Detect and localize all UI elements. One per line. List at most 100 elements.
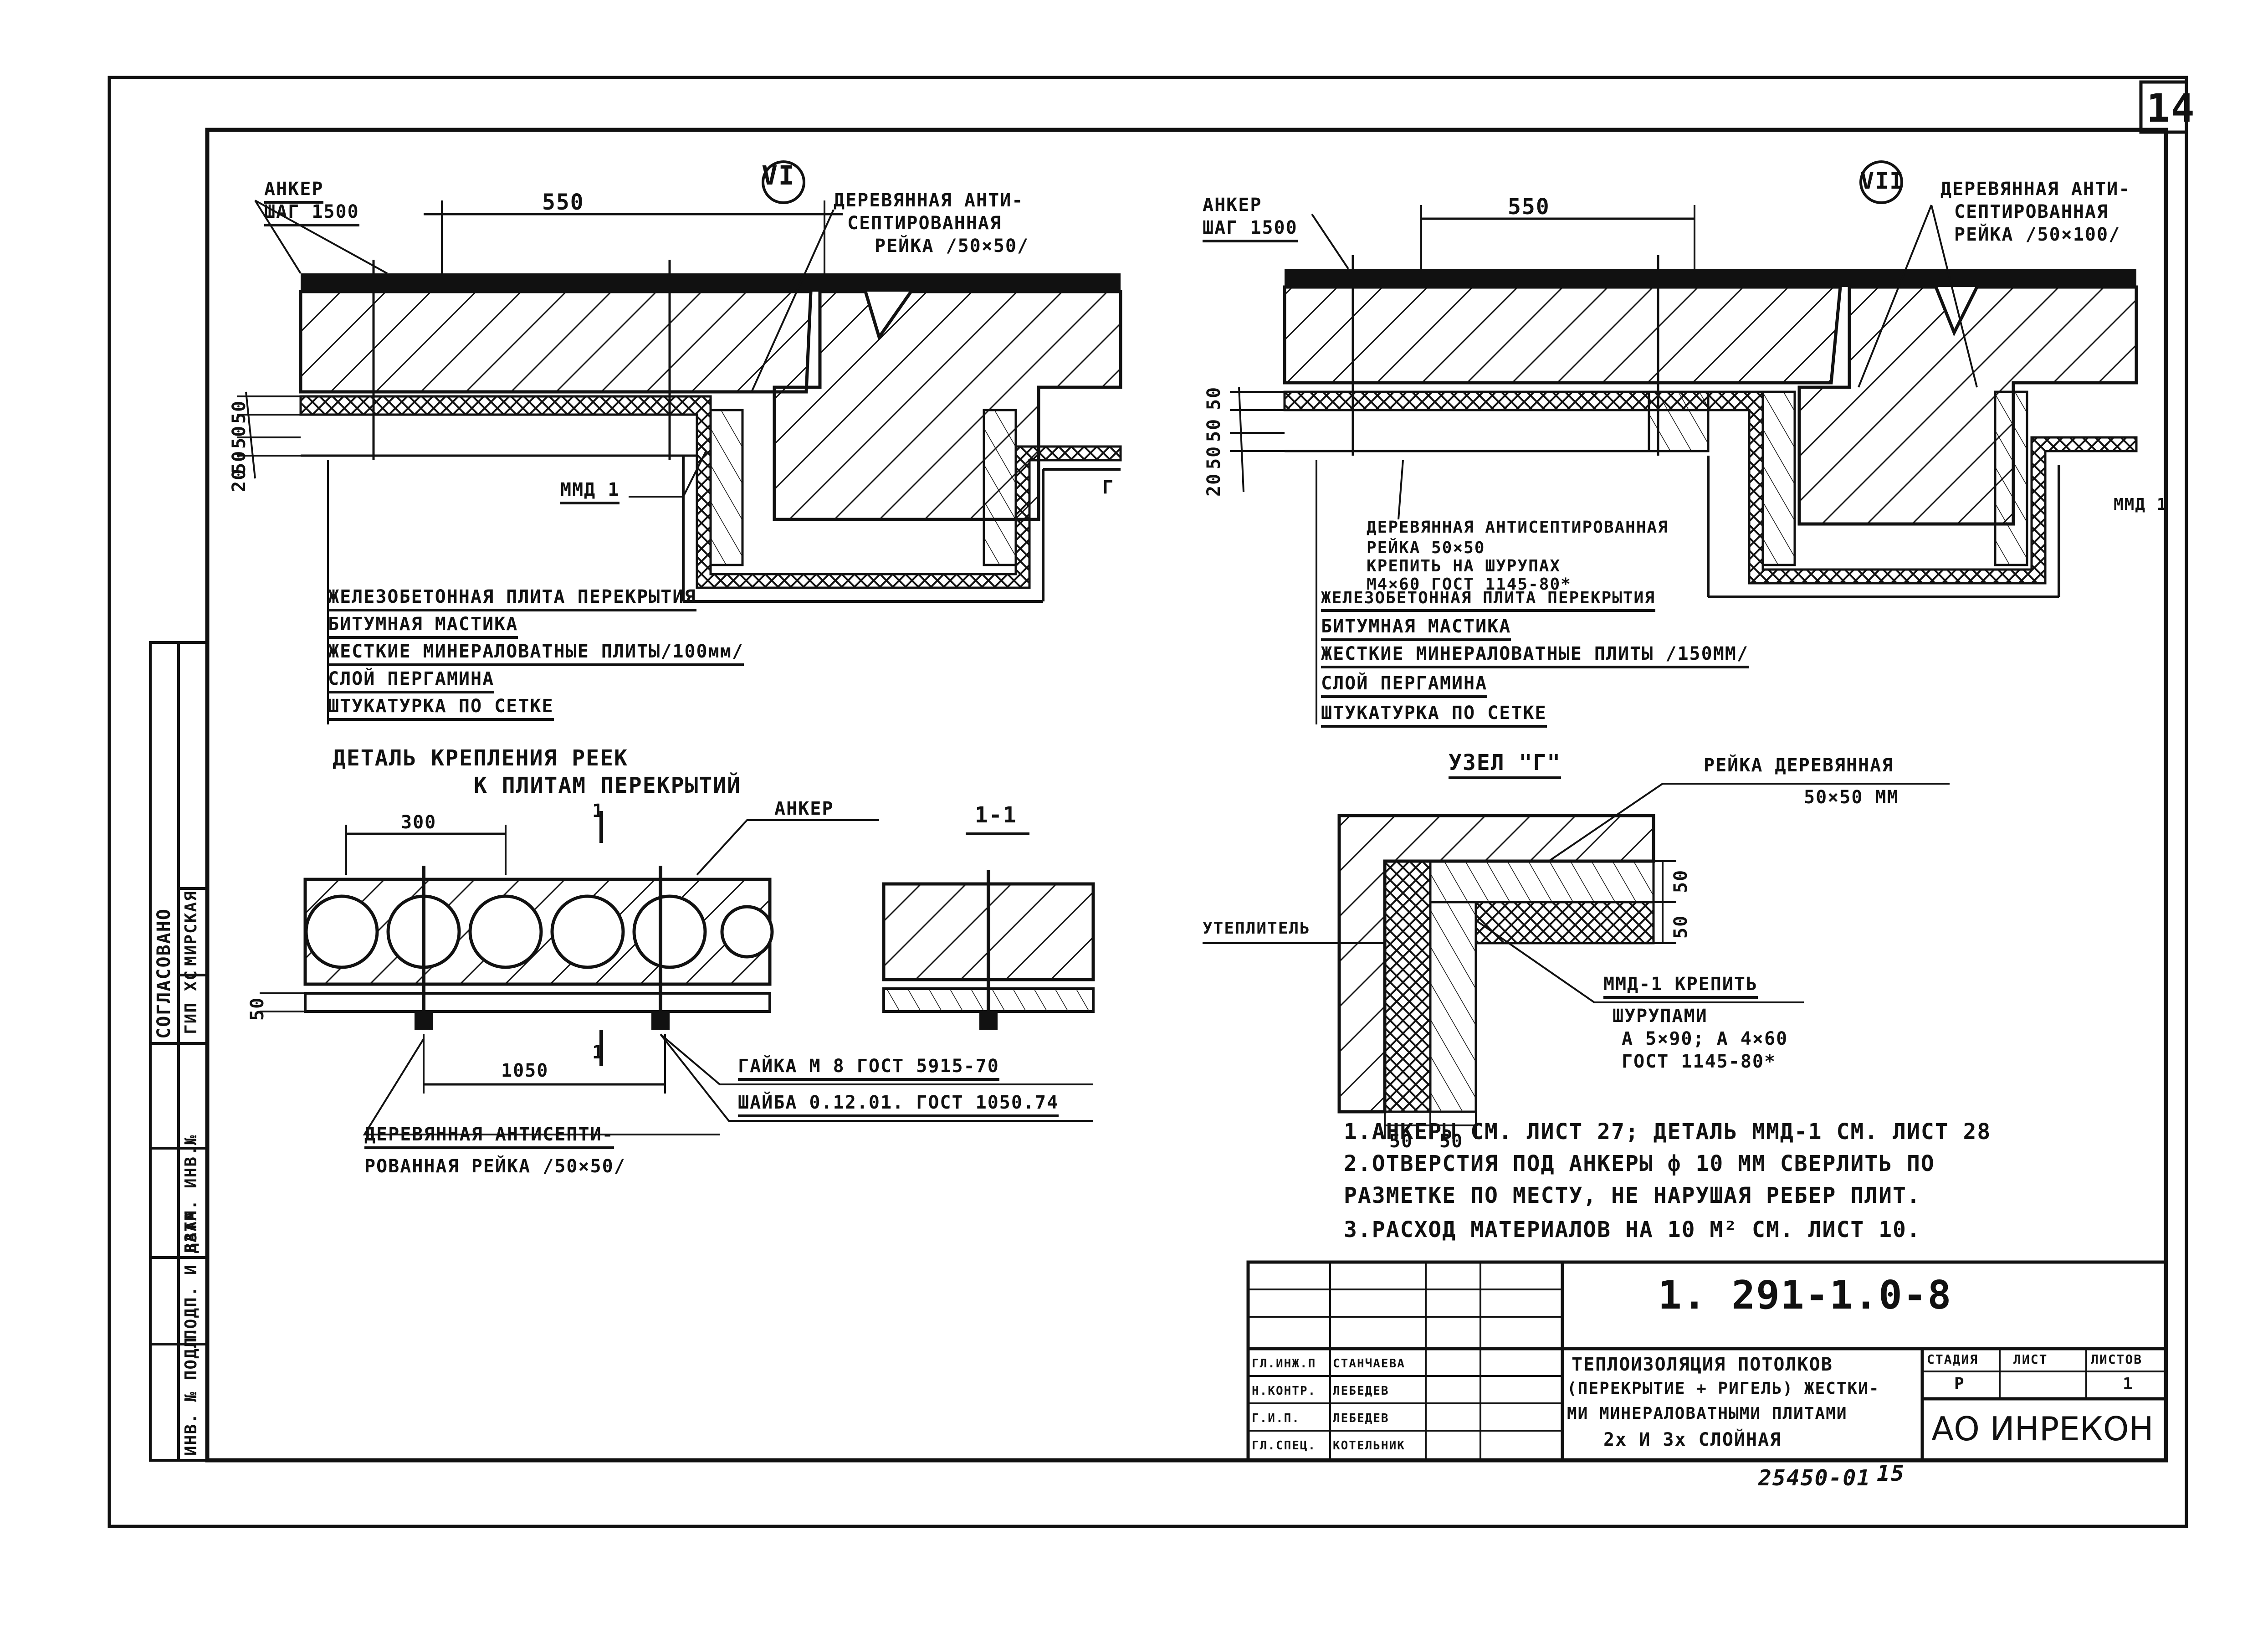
- node-vii-layer-1: ЖЕЛЕЗОБЕТОННАЯ ПЛИТА ПЕРЕКРЫТИЯ: [1321, 590, 1655, 612]
- fix-detail-title-line1: ДЕТАЛЬ КРЕПЛЕНИЯ РЕЕК: [333, 745, 628, 771]
- node-vi-dim-50b: 50: [229, 425, 250, 449]
- node-vi-rail-line2: СЕПТИРОВАННАЯ: [847, 213, 1002, 234]
- archive-sheet: 15: [1877, 1461, 1905, 1486]
- stamp-agreed: СОГЛАСОВАНО: [154, 908, 174, 1039]
- doc-title-line4: 2х И 3х СЛОЙНАЯ: [1603, 1429, 1782, 1450]
- node-g-dim-right-1: 50: [1670, 869, 1691, 893]
- note-1: 1.АНКЕРЫ СМ. ЛИСТ 27; ДЕТАЛЬ ММД-1 СМ. Л…: [1344, 1119, 1992, 1145]
- name-4: КОТЕЛЬНИК: [1333, 1439, 1405, 1453]
- node-vii-layer-2: БИТУМНАЯ МАСТИКА: [1321, 617, 1511, 641]
- sheet-number: 14: [2146, 86, 2196, 131]
- node-vii-wood-note-2: РЕЙКА 50×50: [1367, 539, 1485, 557]
- organization-name: АО ИНРЕКОН: [1931, 1410, 2154, 1448]
- node-g-dim-bottom-2: 50: [1439, 1131, 1464, 1152]
- node-vii-anchor-label: АНКЕР: [1203, 195, 1262, 216]
- node-vii-wood-note-3: КРЕПИТЬ НА ШУРУПАХ: [1367, 557, 1561, 575]
- node-vii-dim-50a: 50: [1203, 386, 1224, 410]
- name-1: СТАНЧАЕВА: [1333, 1357, 1405, 1371]
- title-block: [1246, 1260, 2168, 1462]
- fix-detail-section-mark-top: 1: [592, 801, 604, 822]
- section-1-1-title: 1-1: [975, 802, 1017, 828]
- role-3: Г.И.П.: [1252, 1412, 1300, 1425]
- node-g-mmd-line3: А 5×90; А 4×60: [1622, 1028, 1788, 1049]
- node-vii-rail-line2: СЕПТИРОВАННАЯ: [1954, 201, 2109, 222]
- node-vi-anchor-step: ШАГ 1500: [264, 203, 359, 226]
- doc-title-line3: МИ МИНЕРАЛОВАТНЫМИ ПЛИТАМИ: [1567, 1404, 1848, 1423]
- sheet-head: ЛИСТ: [2013, 1352, 2048, 1367]
- node-vi-node-mark: Г: [1102, 477, 1115, 498]
- doc-title-line2: (ПЕРЕКРЫТИЕ + РИГЕЛЬ) ЖЕСТКИ-: [1567, 1379, 1880, 1398]
- fix-detail-section-mark-bottom: 1: [592, 1042, 604, 1063]
- role-1: ГЛ.ИНЖ.П: [1252, 1357, 1316, 1371]
- role-4: ГЛ.СПЕЦ.: [1252, 1439, 1316, 1453]
- name-3: ЛЕБЕДЕВ: [1333, 1412, 1389, 1425]
- stage-value: Р: [1954, 1375, 1965, 1393]
- node-g-dim-right-2: 50: [1670, 914, 1691, 939]
- node-g-insulation: УТЕПЛИТЕЛЬ: [1203, 919, 1311, 938]
- fix-detail-dim-1050: 1050: [501, 1060, 549, 1081]
- node-vi-marker: VI: [762, 160, 795, 191]
- fixing-detail: [260, 811, 1093, 1135]
- stamp-gip: ГИП ХС: [182, 969, 200, 1034]
- node-vi-dim-50a: 50: [229, 400, 250, 424]
- node-vii-marker: VII: [1860, 168, 1905, 194]
- node-vi-section: [237, 160, 1122, 724]
- sheets-head: ЛИСТОВ: [2091, 1352, 2143, 1367]
- left-stamp: [149, 641, 209, 1462]
- fix-detail-rail-line1: ДЕРЕВЯННАЯ АНТИСЕПТИ-: [364, 1125, 614, 1149]
- note-2: 2.ОТВЕРСТИЯ ПОД АНКЕРЫ ф 10 ММ СВЕРЛИТЬ …: [1344, 1151, 1935, 1176]
- node-vi-dim-550: 550: [542, 190, 584, 215]
- stamp-name: МИРСКАЯ: [182, 890, 200, 966]
- document-code: 1. 291-1.0-8: [1658, 1273, 1952, 1318]
- fix-detail-dim-300: 300: [401, 812, 437, 833]
- note-3: РАЗМЕТКЕ ПО МЕСТУ, НЕ НАРУШАЯ РЕБЕР ПЛИТ…: [1344, 1183, 1921, 1208]
- sheets-value: 1: [2123, 1375, 2134, 1393]
- node-vi-rail-line3: РЕЙКА /50×50/: [875, 236, 1029, 257]
- archive-number: 25450-01: [1758, 1465, 1871, 1491]
- name-2: ЛЕБЕДЕВ: [1333, 1384, 1389, 1398]
- node-vii-dim-550: 550: [1508, 194, 1550, 220]
- node-vii-layer-5: ШТУКАТУРКА ПО СЕТКЕ: [1321, 704, 1547, 728]
- node-vii-section: [1230, 160, 2138, 724]
- node-vi-layer-2: БИТУМНАЯ МАСТИКА: [328, 615, 518, 639]
- fix-detail-anchor-label: АНКЕР: [774, 798, 834, 819]
- role-2: Н.КОНТР.: [1252, 1384, 1316, 1398]
- node-g-mmd-line2: ШУРУПАМИ: [1613, 1006, 1708, 1027]
- node-vii-rail-line1: ДЕРЕВЯННАЯ АНТИ-: [1940, 179, 2131, 200]
- node-g-detail: [1203, 783, 1950, 1139]
- fix-detail-washer: ШАЙБА 0.12.01. ГОСТ 1050.74: [738, 1094, 1059, 1117]
- node-vi-rail-line1: ДЕРЕВЯННАЯ АНТИ-: [834, 190, 1024, 211]
- node-vi-layer-3: ЖЕСТКИЕ МИНЕРАЛОВАТНЫЕ ПЛИТЫ/100мм/: [328, 642, 744, 666]
- node-g-rail-line2: 50×50 ММ: [1804, 787, 1899, 808]
- stamp-col-replace: ВЗАМ. ИНВ.№: [182, 1134, 200, 1253]
- node-g-dim-bottom-1: 50: [1389, 1131, 1413, 1152]
- node-g-mmd-line4: ГОСТ 1145-80*: [1622, 1051, 1777, 1072]
- fix-detail-nut: ГАЙКА М 8 ГОСТ 5915-70: [738, 1057, 999, 1081]
- node-vi-anchor-label: АНКЕР: [264, 180, 324, 204]
- node-vii-layer-3: ЖЕСТКИЕ МИНЕРАЛОВАТНЫЕ ПЛИТЫ /150ММ/: [1321, 645, 1749, 668]
- node-g-rail-line1: РЕЙКА ДЕРЕВЯННАЯ: [1704, 755, 1894, 776]
- note-4: 3.РАСХОД МАТЕРИАЛОВ НА 10 М² СМ. ЛИСТ 10…: [1344, 1217, 1921, 1243]
- fix-detail-dim-50: 50: [247, 996, 268, 1021]
- doc-title-line1: ТЕПЛОИЗОЛЯЦИЯ ПОТОЛКОВ: [1572, 1354, 1833, 1375]
- stage-head: СТАДИЯ: [1927, 1352, 1979, 1367]
- node-vi-layer-1: ЖЕЛЕЗОБЕТОННАЯ ПЛИТА ПЕРЕКРЫТИЯ: [328, 588, 696, 611]
- node-vii-dim-50c: 50: [1203, 445, 1224, 469]
- node-g-mmd-line1: ММД-1 КРЕПИТЬ: [1603, 975, 1758, 999]
- section-1-1: [882, 832, 1095, 1030]
- node-g-title: УЗЕЛ "Г": [1449, 752, 1561, 779]
- node-vi-mmd-label: ММД 1: [560, 481, 620, 504]
- node-vii-wood-note-4: М4×60 ГОСТ 1145-80*: [1367, 575, 1572, 594]
- node-vii-wood-note-1: ДЕРЕВЯННАЯ АНТИСЕПТИРОВАННАЯ: [1367, 518, 1669, 537]
- node-vi-layer-5: ШТУКАТУРКА ПО СЕТКЕ: [328, 697, 554, 721]
- node-vii-anchor-step: ШАГ 1500: [1203, 219, 1298, 242]
- node-vii-dim-20: 20: [1203, 472, 1224, 497]
- stamp-col-inv: ИНВ. № ПОДЛ.: [182, 1326, 200, 1456]
- node-vi-dim-20: 20: [229, 468, 250, 492]
- fix-detail-title-line2: К ПЛИТАМ ПЕРЕКРЫТИЙ: [474, 773, 742, 798]
- node-vii-layer-4: СЛОЙ ПЕРГАМИНА: [1321, 674, 1488, 698]
- fix-detail-rail-line2: РОВАННАЯ РЕЙКА /50×50/: [364, 1156, 626, 1177]
- node-vi-layer-4: СЛОЙ ПЕРГАМИНА: [328, 670, 495, 693]
- node-vii-dim-50b: 50: [1203, 418, 1224, 442]
